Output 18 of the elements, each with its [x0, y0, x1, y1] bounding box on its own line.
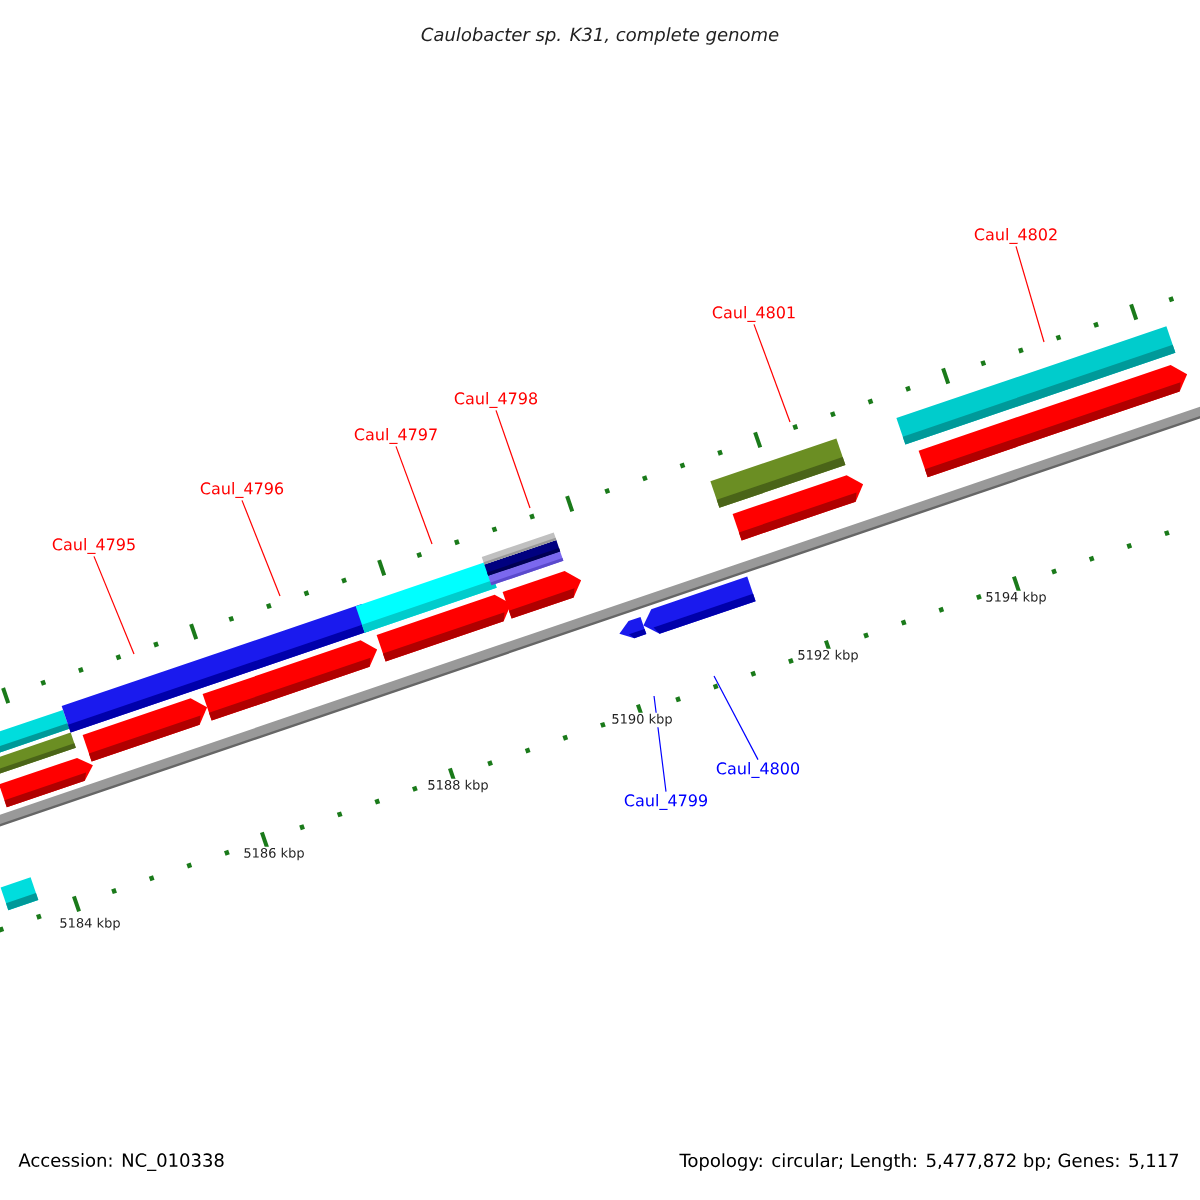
genome-info-label: Topology: circular; Length: 5,477,872 bp; Genes: 5,117	[679, 1153, 1179, 1171]
gene-label: Caul_4800	[716, 762, 800, 778]
gene-label: Caul_4795	[52, 538, 135, 554]
gene-label: Caul_4798	[454, 392, 538, 408]
gene-label: Caul_4799	[624, 794, 708, 810]
accession-label: Accession: NC_010338	[18, 1153, 224, 1171]
leader-line	[395, 445, 433, 545]
title: Caulobacter sp. K31, complete genome	[421, 27, 779, 45]
gene-label: Caul_4797	[354, 428, 437, 444]
leader-line	[93, 555, 135, 655]
leader-line	[713, 675, 759, 761]
leader-line	[241, 499, 281, 597]
leader-line	[753, 323, 791, 423]
gene-label: Caul_4796	[200, 482, 284, 498]
leader-line	[1015, 245, 1045, 343]
gene-label: Caul_4802	[974, 228, 1057, 244]
leader-line	[495, 409, 531, 509]
gene-label: Caul_4801	[712, 306, 795, 322]
